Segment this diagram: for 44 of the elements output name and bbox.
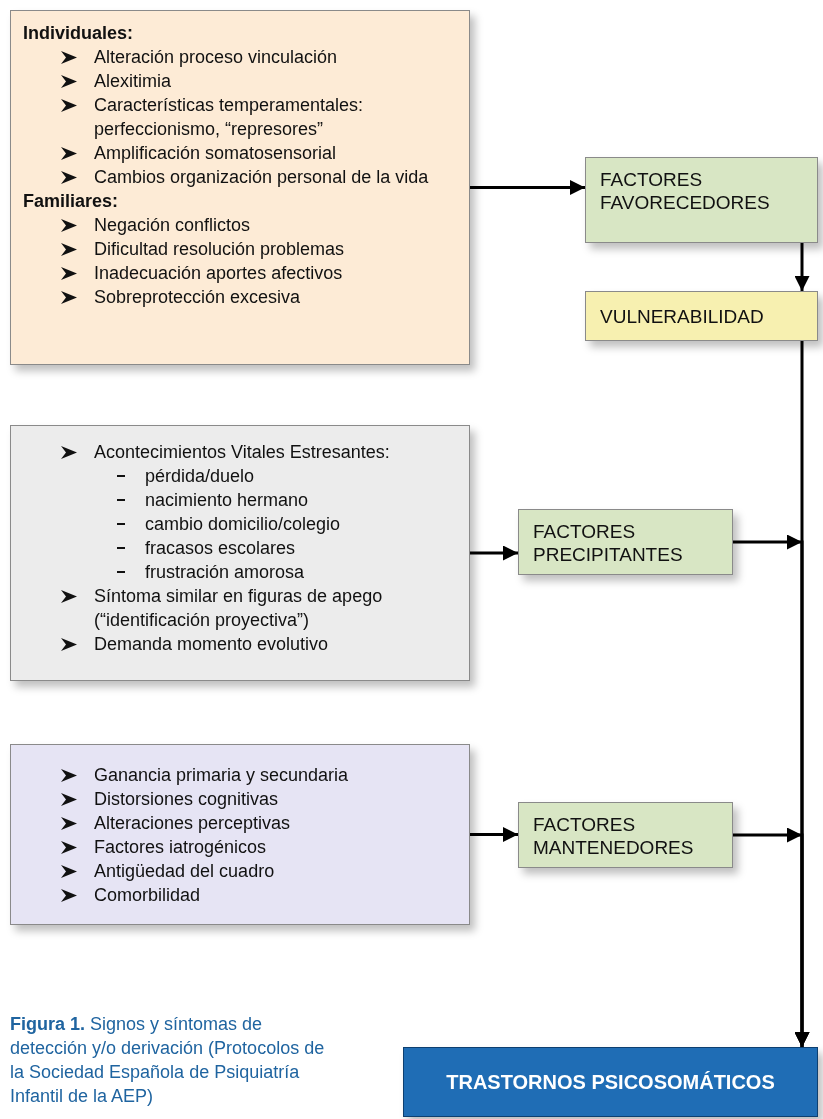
sub-list-item: pérdida/duelo [145,465,255,488]
list-item: Cambios organización personal de la vida [94,166,429,189]
sub-list-item: cambio domicilio/colegio [145,513,341,536]
arrow [470,827,518,842]
sub-list-item: frustración amorosa [145,561,305,584]
factor-box [585,157,818,243]
list-item: Características temperamentales: perfeccionismo, “represores” [94,94,365,141]
list-item: Demanda momento evolutivo [94,633,329,656]
factor-box [518,802,733,868]
list-item: Inadecuación aportes afectivos [94,262,343,285]
outcome-label: TRASTORNOS PSICOSOMÁTICOS [446,1070,775,1094]
sub-list-item: nacimiento hermano [145,489,309,512]
list-item: Amplificación somatosensorial [94,142,337,165]
factor-list-box [10,10,470,365]
list-item: Sobreprotección excesiva [94,286,301,309]
list-item: Síntoma similar en figuras de apego (“identificación proyectiva”) [94,585,384,632]
list-item: Dificultad resolución problemas [94,238,345,261]
box-label: FACTORES MANTENEDORES [533,813,695,859]
list-item: Negación conflictos [94,214,251,237]
list-heading: Individuales: [23,22,134,45]
list-item: Ganancia primaria y secundaria [94,764,349,787]
list-item: Factores iatrogénicos [94,836,267,859]
list-item: Alteración proceso vinculación [94,46,338,69]
sub-list-item: fracasos escolares [145,537,296,560]
box-label: FACTORES FAVORECEDORES [600,168,771,214]
factor-list-box [10,425,470,681]
list-item: Antigüedad del cuadro [94,860,275,883]
list-item: Distorsiones cognitivas [94,788,279,811]
list-item: Alexitimia [94,70,172,93]
list-item: Comorbilidad [94,884,201,907]
box-label: VULNERABILIDAD [600,305,765,328]
arrow [470,545,518,561]
factor-box [518,509,733,575]
arrow [733,828,810,1047]
outcome-box [403,1047,818,1117]
factor-box [585,291,818,341]
factor-list-box [10,744,470,925]
figure-caption: Figura 1. Signos y síntomas de detección y/o derivación (Protocolos de la Sociedad Española de Psiquiatría Infantil de la AEP) [10,1013,326,1108]
list-item: Acontecimientos Vitales Estresantes: [94,441,390,464]
arrow [794,243,810,291]
box-label: FACTORES PRECIPITANTES [533,520,684,566]
arrow [470,180,585,195]
list-item: Alteraciones perceptivas [94,812,291,835]
list-heading: Familiares: [23,190,119,213]
